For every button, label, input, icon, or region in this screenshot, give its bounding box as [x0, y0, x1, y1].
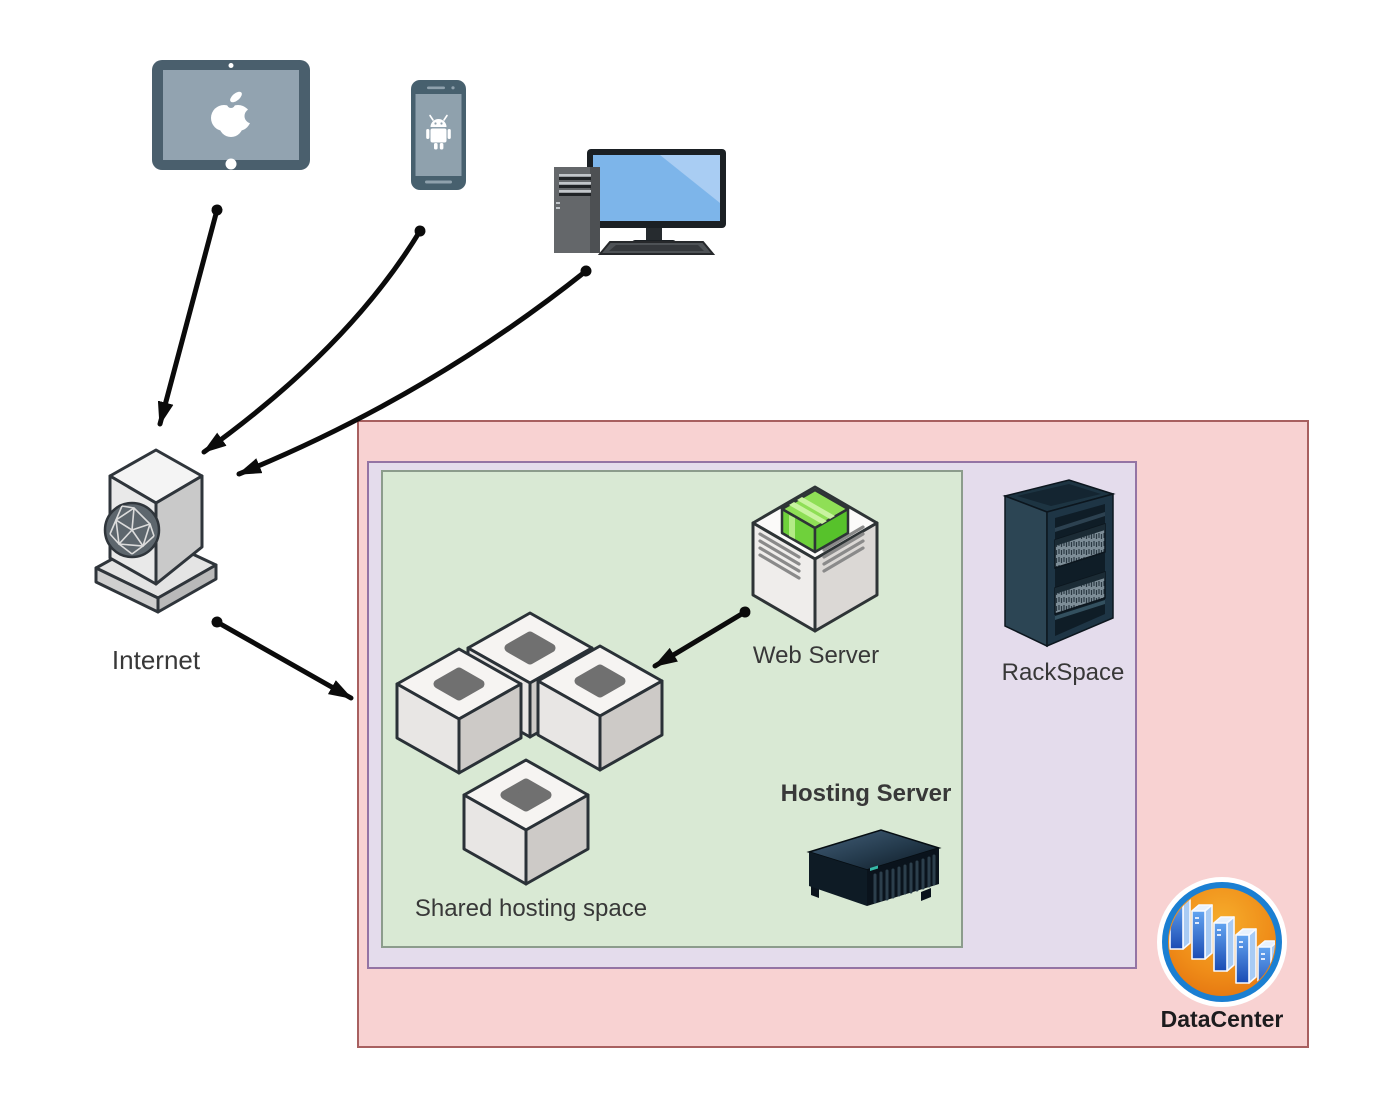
web-server-cube-icon	[751, 485, 879, 633]
internet-label: Internet	[111, 645, 201, 675]
hosting-cube-icon	[462, 758, 590, 886]
hosting-server-label: Hosting Server	[780, 780, 952, 807]
datacenter-label: DataCenter	[1160, 1006, 1284, 1032]
rackspace-label: RackSpace	[1001, 659, 1125, 686]
android-logo-icon	[426, 114, 451, 150]
apple-logo-icon	[211, 91, 260, 137]
apple-tablet-icon	[152, 60, 310, 170]
arrow-tablet-to-internet	[157, 204, 223, 427]
hosting-cube-icon	[395, 647, 523, 775]
arrow-internet-to-hosting	[211, 616, 354, 701]
web-server-label: Web Server	[752, 642, 880, 669]
shared-hosting-label: Shared hosting space	[414, 895, 648, 922]
arrow-phone-to-internet	[201, 225, 426, 455]
internet-gateway-icon	[94, 448, 218, 614]
rack-mount-server-icon	[806, 829, 942, 906]
arrow-webserver-to-cubes	[652, 606, 751, 669]
hosting-cube-icon	[536, 644, 664, 772]
server-rack-icon	[1002, 479, 1116, 648]
desktop-computer-icon	[554, 149, 726, 255]
globe-icon	[103, 501, 161, 559]
android-phone-icon	[411, 80, 466, 190]
arrow-desktop-to-internet	[236, 265, 592, 477]
datacenter-logo-icon	[1157, 877, 1287, 1007]
